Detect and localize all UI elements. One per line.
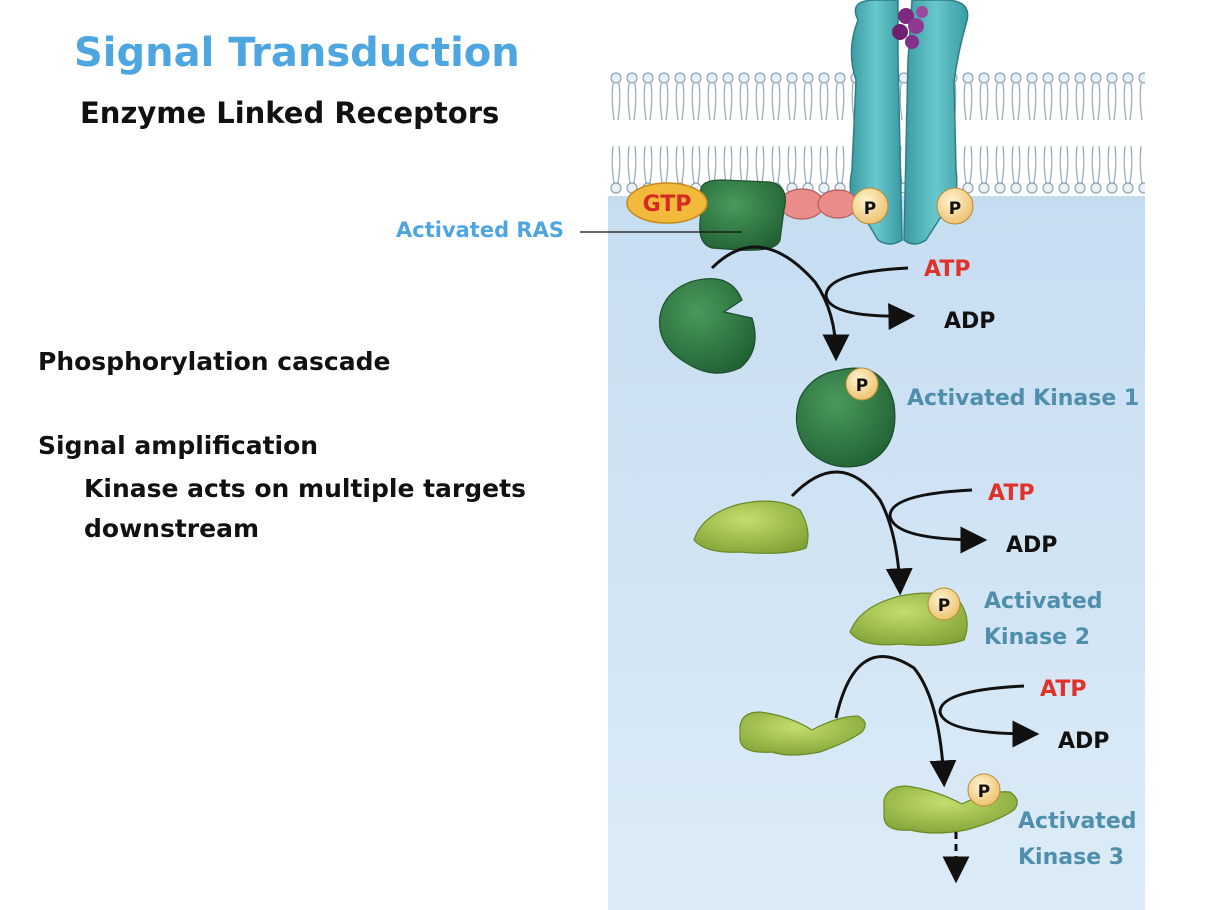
inactive-kinase-3 <box>739 711 866 756</box>
activated-kinase-3-label-line2: Kinase 3 <box>1018 845 1124 870</box>
bullet-kinase-targets: Kinase acts on multiple targets <box>84 474 526 503</box>
page-subtitle: Enzyme Linked Receptors <box>80 96 500 130</box>
adp-label-1: ADP <box>944 309 995 334</box>
bullet-kinase-downstream: downstream <box>84 514 259 543</box>
receptor-phosphate-right: P <box>936 187 974 225</box>
bullet-phosphorylation-cascade: Phosphorylation cascade <box>38 347 391 376</box>
atp-adp-arrow-1 <box>824 266 916 331</box>
atp-adp-arrow-2 <box>888 488 988 554</box>
atp-label-2: ATP <box>988 481 1034 506</box>
bullet-signal-amplification: Signal amplification <box>38 431 319 460</box>
kinase2-phosphate: P <box>927 587 961 621</box>
svg-text:P: P <box>856 376 868 396</box>
ras-protein <box>699 179 786 251</box>
kinase3-phosphate: P <box>967 773 1001 807</box>
activated-ras-label: Activated RAS <box>396 218 564 242</box>
atp-adp-arrow-3 <box>938 684 1040 748</box>
activation-arrow-2 <box>790 470 913 596</box>
page-title: Signal Transduction <box>74 30 520 76</box>
adp-label-3: ADP <box>1058 729 1109 754</box>
activated-kinase-2-label-line1: Activated <box>984 589 1103 614</box>
activation-arrow-1 <box>710 245 850 362</box>
activated-kinase-1-label: Activated Kinase 1 <box>907 386 1139 411</box>
kinase1-phosphate: P <box>845 367 879 401</box>
svg-text:P: P <box>864 199 876 219</box>
svg-text:P: P <box>938 596 950 616</box>
gtp-badge: GTP <box>626 182 708 224</box>
svg-text:P: P <box>949 199 961 219</box>
activated-kinase-2-label-line2: Kinase 2 <box>984 625 1090 650</box>
receptor-tyrosine-kinase <box>849 0 969 245</box>
inactive-kinase-2 <box>693 500 809 554</box>
atp-label-3: ATP <box>1040 677 1086 702</box>
svg-text:GTP: GTP <box>643 192 692 217</box>
atp-label-1: ATP <box>924 257 970 282</box>
inactive-kinase-1 <box>658 278 756 374</box>
activation-arrow-3 <box>834 655 957 788</box>
activated-kinase-3-label-line1: Activated <box>1018 809 1137 834</box>
ligand-molecule <box>892 6 928 49</box>
receptor-phosphate-left: P <box>851 187 889 225</box>
adp-label-2: ADP <box>1006 533 1057 558</box>
svg-text:P: P <box>978 782 990 802</box>
